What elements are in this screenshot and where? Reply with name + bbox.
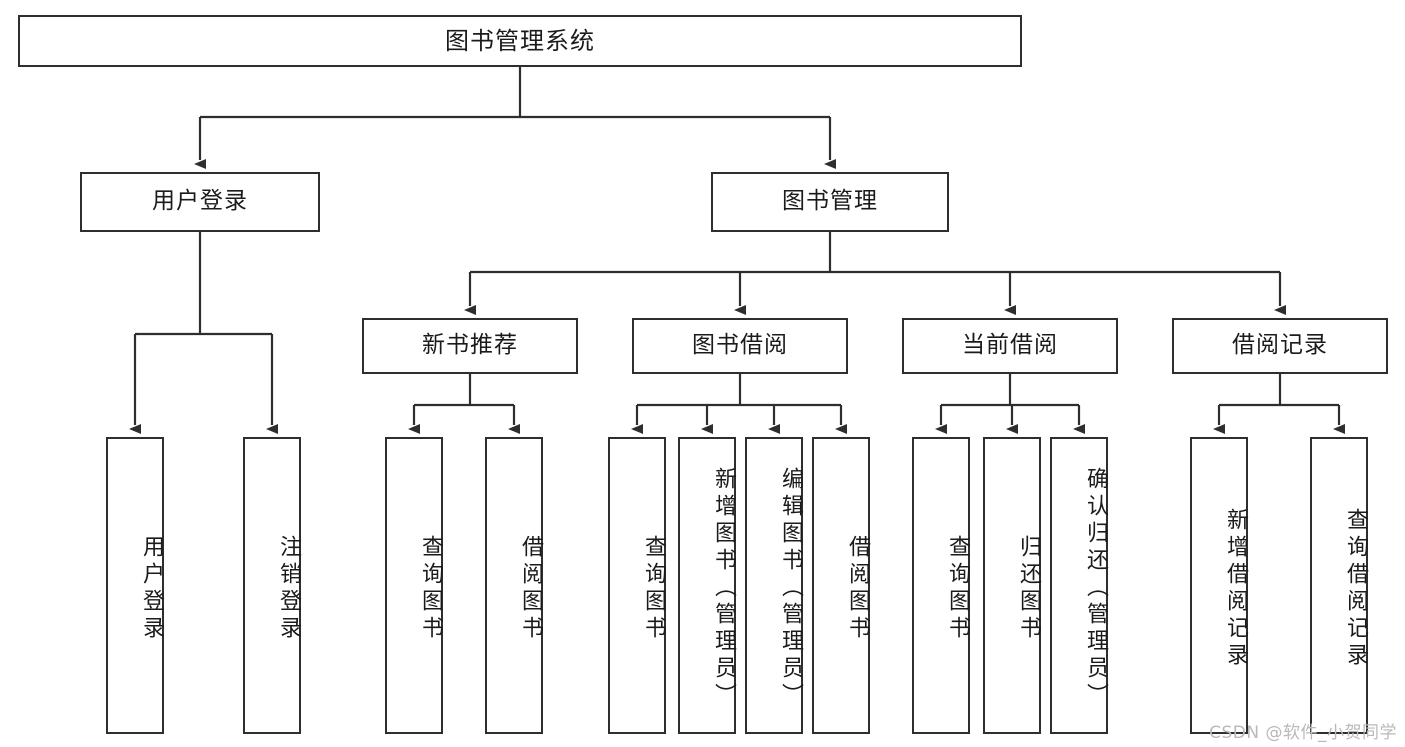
node-leaf-borrow-book-2[interactable]: 借阅图书 xyxy=(812,437,870,734)
node-book-borrow[interactable]: 图书借阅 xyxy=(632,318,848,374)
node-user-login[interactable]: 用户登录 xyxy=(80,172,320,232)
node-leaf-borrow-book-2-label: 借阅图书 xyxy=(845,534,870,643)
node-borrow-record-label: 借阅记录 xyxy=(1232,332,1328,359)
node-current-borrow[interactable]: 当前借阅 xyxy=(902,318,1118,374)
node-current-borrow-label: 当前借阅 xyxy=(962,332,1058,359)
node-root-label: 图书管理系统 xyxy=(445,26,595,55)
node-leaf-query-record[interactable]: 查询借阅记录 xyxy=(1310,437,1368,734)
node-leaf-query-book-2-label: 查询图书 xyxy=(641,534,666,643)
node-leaf-user-login-label: 用户登录 xyxy=(139,534,164,643)
node-leaf-logout-label: 注销登录 xyxy=(276,534,301,643)
node-leaf-query-book-1[interactable]: 查询图书 xyxy=(385,437,443,734)
node-leaf-query-book-3[interactable]: 查询图书 xyxy=(912,437,970,734)
node-leaf-query-record-label: 查询借阅记录 xyxy=(1343,507,1368,670)
node-leaf-query-book-2[interactable]: 查询图书 xyxy=(608,437,666,734)
node-leaf-logout[interactable]: 注销登录 xyxy=(243,437,301,734)
node-borrow-record[interactable]: 借阅记录 xyxy=(1172,318,1388,374)
node-leaf-add-book-label: 新增图书（管理员） xyxy=(711,467,736,710)
node-book-manage[interactable]: 图书管理 xyxy=(711,172,949,232)
node-book-borrow-label: 图书借阅 xyxy=(692,332,788,359)
node-leaf-add-record-label: 新增借阅记录 xyxy=(1223,507,1248,670)
node-leaf-confirm-return-label: 确认归还（管理员） xyxy=(1083,467,1108,710)
node-leaf-confirm-return[interactable]: 确认归还（管理员） xyxy=(1050,437,1108,734)
node-leaf-user-login[interactable]: 用户登录 xyxy=(106,437,164,734)
node-leaf-return-book-label: 归还图书 xyxy=(1016,534,1041,643)
node-user-login-label: 用户登录 xyxy=(152,188,248,215)
node-root[interactable]: 图书管理系统 xyxy=(18,15,1022,67)
node-new-book-rec-label: 新书推荐 xyxy=(422,332,518,359)
node-leaf-edit-book[interactable]: 编辑图书（管理员） xyxy=(745,437,803,734)
node-leaf-add-book[interactable]: 新增图书（管理员） xyxy=(678,437,736,734)
watermark: CSDN @软件_小贺同学 xyxy=(1209,723,1397,743)
node-leaf-query-book-3-label: 查询图书 xyxy=(945,534,970,643)
node-leaf-query-book-1-label: 查询图书 xyxy=(418,534,443,643)
node-book-manage-label: 图书管理 xyxy=(782,188,878,215)
node-leaf-edit-book-label: 编辑图书（管理员） xyxy=(778,467,803,710)
node-new-book-rec[interactable]: 新书推荐 xyxy=(362,318,578,374)
node-leaf-borrow-book-1-label: 借阅图书 xyxy=(518,534,543,643)
node-leaf-return-book[interactable]: 归还图书 xyxy=(983,437,1041,734)
node-leaf-add-record[interactable]: 新增借阅记录 xyxy=(1190,437,1248,734)
node-leaf-borrow-book-1[interactable]: 借阅图书 xyxy=(485,437,543,734)
